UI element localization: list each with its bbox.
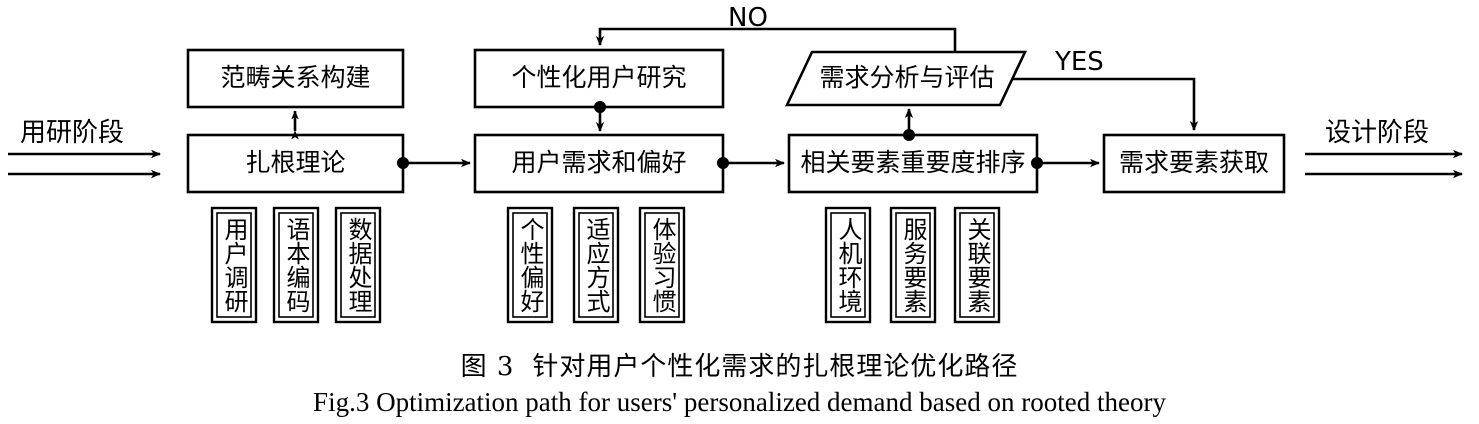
subnode-inner-adaptation-mode — [578, 212, 614, 318]
figure-caption: 图 3 针对用户个性化需求的扎根理论优化路径 Fig.3 Optimization… — [0, 340, 1479, 418]
subnode-inner-personal-preference — [512, 212, 548, 318]
flowchart-canvas — [8, 27, 1463, 324]
subnode-inner-data-processing — [340, 212, 376, 318]
subnode-box-text-coding[interactable] — [272, 206, 320, 324]
caption-chinese: 图 3 针对用户个性化需求的扎根理论优化路径 — [0, 346, 1479, 383]
node-box-grounded-theory[interactable] — [186, 133, 405, 194]
node-box-demand-element-acquisition[interactable] — [1102, 133, 1286, 194]
subnode-box-personal-preference[interactable] — [506, 206, 554, 324]
caption-chinese-text: 针对用户个性化需求的扎根理论优化路径 — [532, 352, 1019, 382]
edge-user-needs-to-factor-ranking — [717, 157, 785, 169]
subnode-inner-human-machine-environment — [830, 212, 866, 318]
edge-factor-ranking-to-demand-analysis — [903, 108, 915, 141]
subnode-inner-experience-habit — [644, 212, 680, 318]
subnode-inner-text-coding — [278, 212, 314, 318]
edge-yes-path — [1012, 77, 1199, 131]
node-shape-demand-analysis-evaluation[interactable] — [784, 50, 1028, 107]
caption-figure-number: 图 3 — [460, 352, 515, 382]
subnode-box-experience-habit[interactable] — [638, 206, 686, 324]
subnode-box-adaptation-mode[interactable] — [572, 206, 620, 324]
input-stage-double-arrow — [8, 149, 161, 179]
subnode-box-user-research[interactable] — [210, 206, 258, 324]
edge-grounded-theory-to-user-needs — [397, 157, 471, 169]
subnode-box-data-processing[interactable] — [334, 206, 382, 324]
subnode-inner-user-research — [216, 212, 252, 318]
subnode-inner-service-element — [895, 212, 931, 318]
node-box-category-relation[interactable] — [186, 48, 405, 109]
output-stage-double-arrow — [1305, 149, 1463, 179]
subnode-group-user-needs — [506, 206, 686, 324]
caption-english: Fig.3 Optimization path for users' perso… — [313, 387, 1166, 417]
subnode-inner-related-element — [959, 212, 995, 318]
subnode-box-human-machine-environment[interactable] — [824, 206, 872, 324]
node-box-personalized-user-research[interactable] — [473, 48, 725, 109]
node-box-factor-importance-ranking[interactable] — [787, 133, 1039, 194]
node-box-user-needs-preferences[interactable] — [473, 133, 725, 194]
subnode-group-grounded-theory — [210, 206, 382, 324]
edge-personalized-research-to-user-needs — [594, 101, 606, 132]
subnode-box-related-element[interactable] — [953, 206, 1001, 324]
subnode-box-service-element[interactable] — [889, 206, 937, 324]
edge-factor-ranking-to-demand-acquisition — [1031, 157, 1100, 169]
edge-no-feedback-path — [595, 27, 957, 52]
subnode-group-factor-ranking — [824, 206, 1001, 324]
